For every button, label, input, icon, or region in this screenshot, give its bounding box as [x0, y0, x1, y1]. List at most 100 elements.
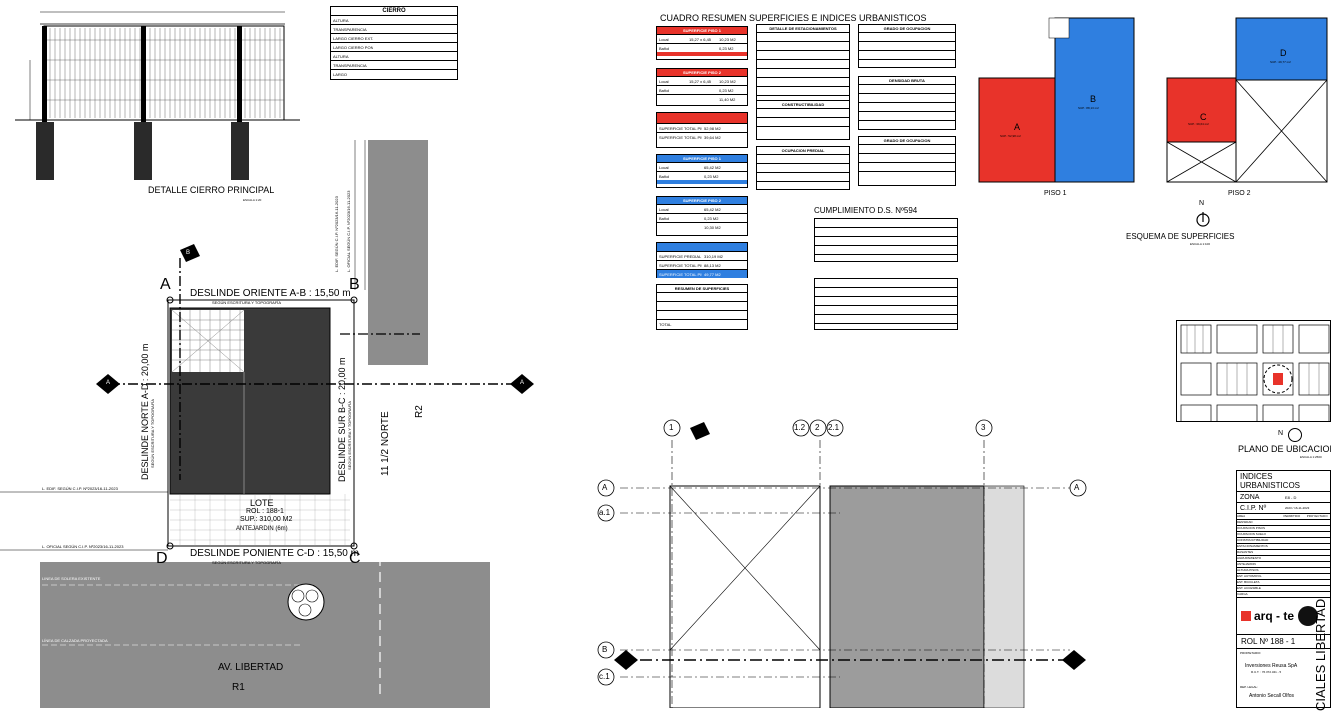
table-row: CONSTRUCTIBILIDAD — [1237, 538, 1330, 544]
table-row: AGRUPAMIENTO — [1237, 556, 1330, 562]
rep-name: Antonio Secall Olfos — [1249, 693, 1295, 699]
fence-drawing — [15, 11, 300, 180]
table-row: CARGA — [1237, 592, 1330, 598]
axis-c1: c.1 — [599, 672, 610, 681]
location-north: N — [1278, 430, 1284, 437]
deslinde-sur-sub: SEGÚN ESCRITURA Y TOPOGRAFÍA — [347, 400, 352, 470]
summary-block-3: SUPERFICIE TOTAL PISO 152,98 M2 SUPERFIC… — [656, 112, 748, 148]
right-block-2: DENSIDAD BRUTA — [858, 76, 956, 130]
deslinde-norte-sub: SEGÚN ESCRITURA Y TOPOGRAFÍA — [150, 398, 155, 468]
section-b-marker: B — [186, 250, 191, 256]
propietario-label: PROPIETARIO: — [1240, 651, 1262, 655]
cip-value: 2023 / 16-11-2023 — [1285, 506, 1310, 510]
table-row: LARGO CIERRO EXT. — [331, 33, 457, 42]
antejardin-label: ANTEJARDIN (6m) — [236, 526, 288, 532]
summary-title: CUADRO RESUMEN SUPERFICIES E INDICES URB… — [660, 13, 927, 23]
cip-label: C.I.P. Nº — [1240, 504, 1267, 512]
location-map — [1176, 320, 1331, 422]
mid-block-3: OCUPACION PREDIAL — [756, 146, 850, 190]
axis-1-2: 1.2 — [794, 423, 806, 432]
summary-block-7: RESUMEN DE SUPERFICIES TOTAL — [656, 284, 748, 330]
edif-top: L. EDIF. SEGÚN C.I.P. Nº2023/16-11-2023 — [334, 196, 339, 272]
cierro-title: CIERRO — [382, 8, 406, 14]
table-row: ANTEJARDIN — [1237, 562, 1330, 568]
rep-label: REP. LEGAL: — [1240, 685, 1258, 689]
axis-2-1: 2.1 — [828, 423, 840, 432]
mid-block-1: DETALLE DE ESTACIONAMIENTOS — [756, 24, 850, 110]
axis-a-right: A — [1074, 483, 1080, 492]
fence-detail: DETALLE CIERRO PRINCIPAL ESCALA 1:20 — [0, 0, 300, 215]
site-plan — [0, 140, 534, 708]
lote-label: LOTE — [250, 498, 274, 508]
axis-a1: a.1 — [599, 508, 611, 517]
oficial-top: L. OFICIAL SEGÚN C.I.P. Nº2023/16-11-202… — [346, 190, 351, 272]
rol-label: ROL Nº 188 - 1 — [1237, 635, 1330, 649]
zona-value: E8 - D — [1285, 494, 1297, 500]
schema-c-sup: SUP.: 39,64 m2 — [1188, 122, 1209, 126]
table-row: TRANSPARENCIA — [331, 24, 457, 33]
axis-1: 1 — [669, 423, 674, 432]
schema-b-sup: SUP.: 88,13 m2 — [1078, 106, 1099, 110]
right-block-1: GRADO DE OCUPACION — [858, 24, 956, 68]
table-row: EST. AUTOMOVIL — [1237, 574, 1330, 580]
corner-c: C — [349, 550, 361, 567]
piso1-label: PISO 1 — [1044, 190, 1067, 197]
section-a-right: A — [520, 380, 525, 386]
linea-solera: LINEA DE SOLERA EXISTENTE — [42, 576, 101, 581]
project-name-vertical: CIALES LIBERTAD — [1313, 598, 1328, 711]
table-row: LARGO — [331, 69, 457, 78]
mid-block-2: CONSTRUCTIBILIDAD — [756, 100, 850, 140]
cierro-table: CIERRO ALTURA TRANSPARENCIA LARGO CIERRO… — [330, 6, 458, 80]
right-block-3: GRADO DE OCUPACION — [858, 136, 956, 186]
deslinde-oriente: DESLINDE ORIENTE A-B : 15,50 m — [190, 288, 351, 299]
deslinde-poniente: DESLINDE PONIENTE C-D : 15,50 m — [190, 548, 359, 559]
street-main: AV. LIBERTAD — [218, 662, 284, 673]
table-row: ALTURA — [331, 15, 457, 24]
schema-a: A — [1014, 122, 1021, 132]
corner-d: D — [156, 550, 168, 567]
section-a-left: A — [106, 380, 111, 386]
schema-a-sup: SUP.: 52,98 m2 — [1000, 134, 1021, 138]
detail-title: DETALLE CIERRO PRINCIPAL — [148, 185, 275, 195]
indices-block: INDICES URBANISTICOS ZONA E8 - D C.I.P. … — [1236, 470, 1331, 711]
logo-text: arq - te — [1254, 609, 1295, 623]
table-row: RASANTES — [1237, 550, 1330, 556]
lote-sup: SUP.: 310,00 M2 — [240, 516, 293, 523]
location-title: PLANO DE UBICACION — [1238, 444, 1331, 454]
oficial-left: L. OFICIAL SEGÚN C.I.P. Nº2023/16-11-202… — [42, 544, 124, 549]
axis-2: 2 — [815, 423, 820, 432]
location-scale: ESCALA 1:2500 — [1300, 455, 1322, 459]
table-row: EST. ACCESIBLE — [1237, 586, 1330, 592]
schema-d: D — [1280, 48, 1287, 58]
deslinde-oriente-sub: SEGÚN ESCRITURA Y TOPOGRAFÍA — [212, 300, 282, 305]
corner-b: B — [349, 276, 360, 293]
axis-b: B — [602, 645, 608, 654]
piso2-label: PISO 2 — [1228, 190, 1251, 197]
corner-a: A — [160, 276, 171, 293]
logo-mark-icon — [1241, 611, 1251, 621]
ds-table-2 — [814, 278, 958, 330]
schema-c: C — [1200, 112, 1207, 122]
axis-3: 3 — [981, 423, 986, 432]
table-row: ALTURA — [331, 51, 457, 60]
table-row: OCUPACION PISOS — [1237, 526, 1330, 532]
deslinde-norte: DESLINDE NORTE A-D : 20,00 m — [140, 343, 150, 480]
table-row: DENSIDAD — [1237, 520, 1330, 526]
r1-label: R1 — [232, 682, 245, 693]
street-side: 11 1/2 NORTE — [380, 411, 391, 476]
table-row: ALTURA PISOS — [1237, 568, 1330, 574]
deslinde-poniente-sub: SEGÚN ESCRITURA Y TOPOGRAFÍA — [212, 560, 282, 565]
r2-label: R2 — [414, 405, 425, 418]
ds-title: CUMPLIMIENTO D.S. Nº594 — [814, 206, 918, 215]
logo-area: arq - te — [1237, 598, 1330, 635]
detail-scale: ESCALA 1:20 — [243, 198, 262, 202]
schema-d-sup: SUP.: 49,77 m2 — [1270, 60, 1291, 64]
ds-table — [814, 218, 958, 262]
schema-title: ESQUEMA DE SUPERFICIES — [1126, 232, 1235, 241]
linea-calzada: LÍNEA DE CALZADA PROYECTADA — [42, 638, 108, 643]
